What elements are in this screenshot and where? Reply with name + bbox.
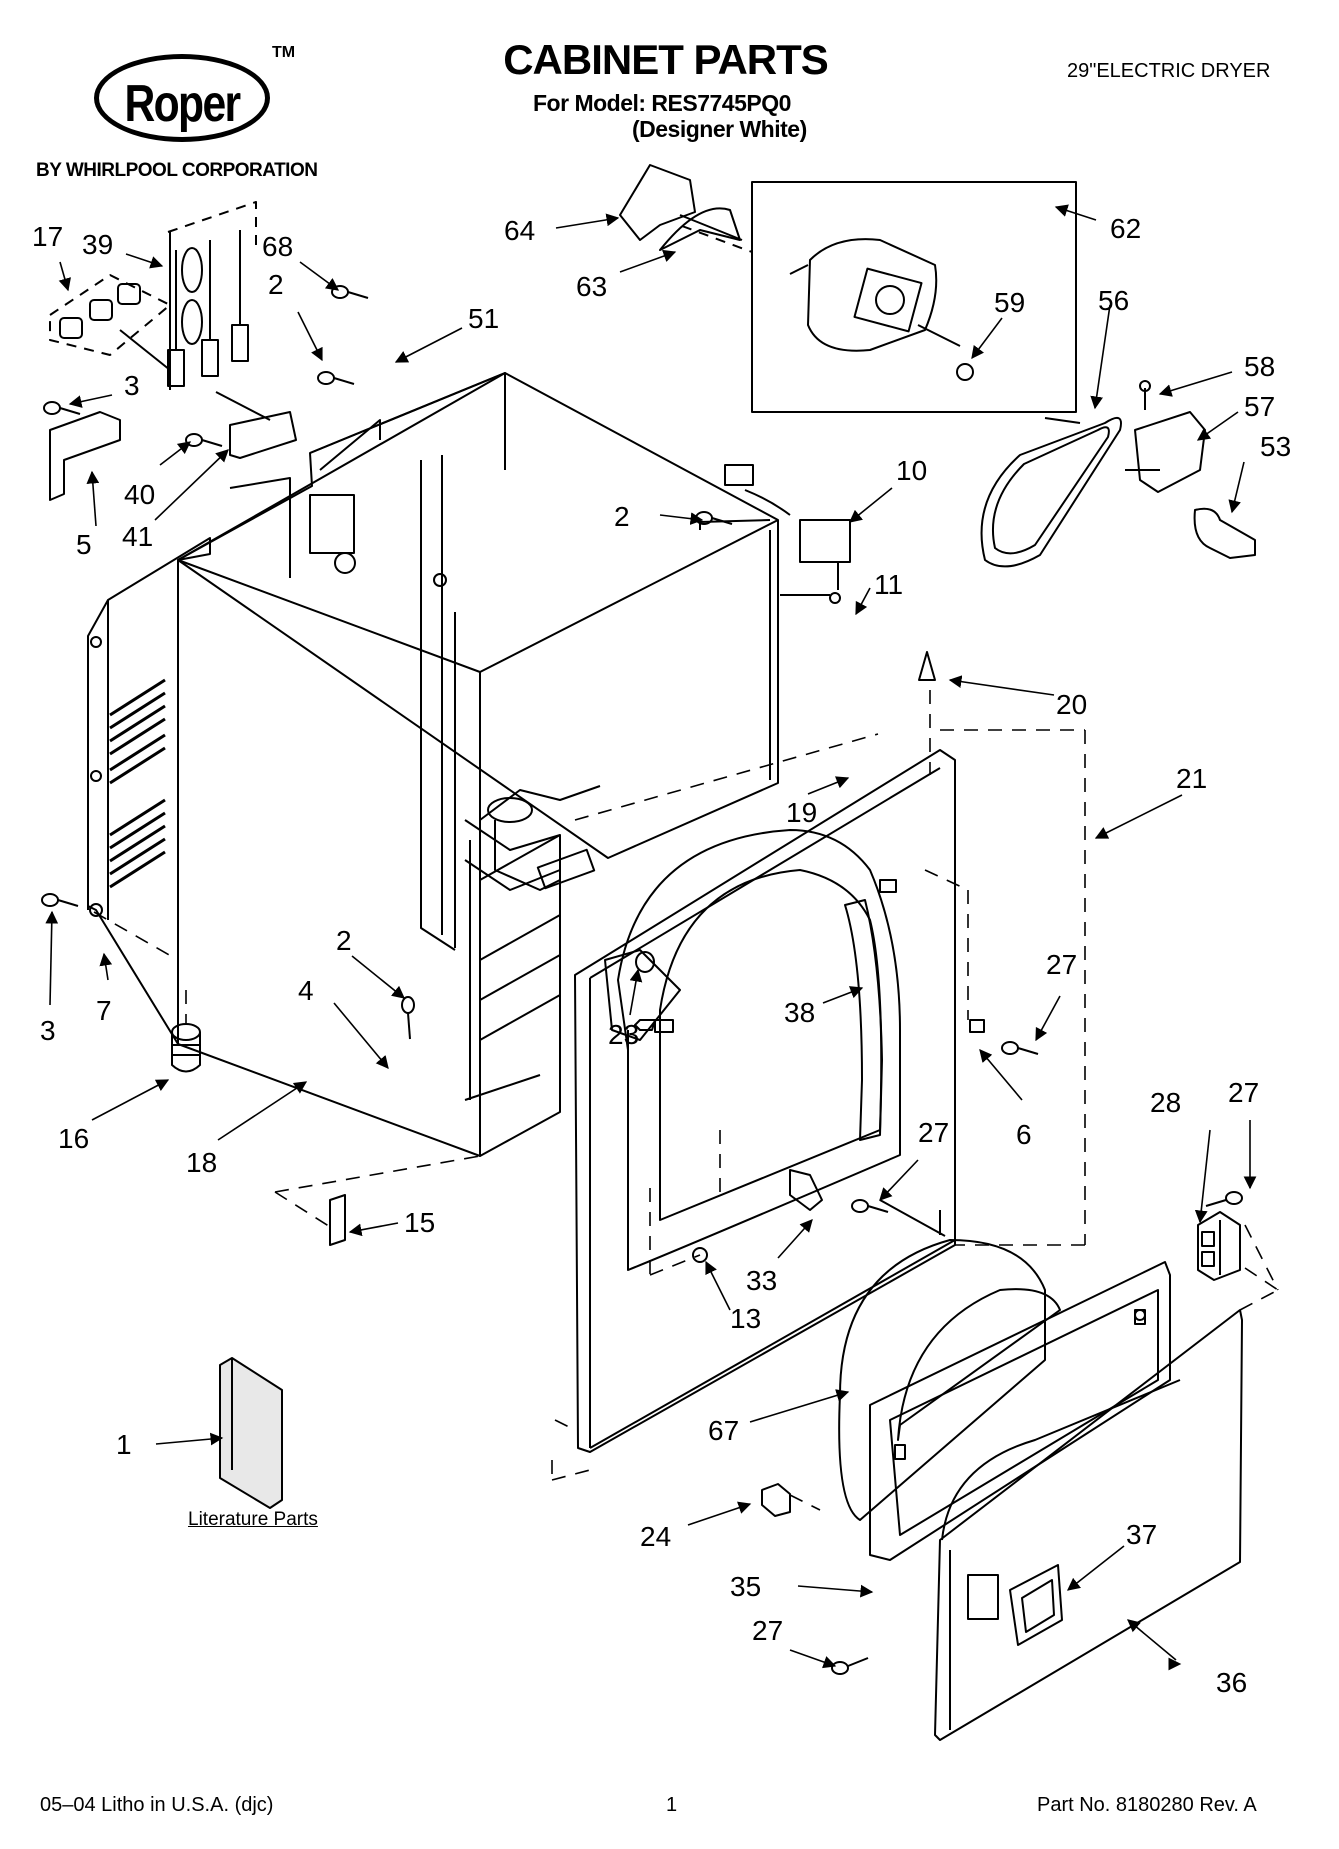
callout-4: 4 — [298, 975, 314, 1006]
door-hinge — [1197, 1211, 1241, 1281]
callout-16: 16 — [58, 1123, 89, 1154]
callout-27b: 27 — [1228, 1077, 1259, 1108]
model-line: For Model: RES7745PQ0 — [533, 90, 791, 116]
callout-58: 58 — [1244, 351, 1275, 382]
callout-57: 57 — [1244, 391, 1275, 422]
callout-18: 18 — [186, 1147, 217, 1178]
alignment-lines — [93, 690, 1279, 1511]
callout-21: 21 — [1176, 763, 1207, 794]
callout-17: 17 — [32, 221, 63, 252]
callout-24: 24 — [640, 1521, 671, 1552]
roper-logo: Roper TM — [84, 44, 295, 150]
motor-assembly — [681, 181, 1077, 413]
callout-51: 51 — [468, 303, 499, 334]
callout-27d: 27 — [752, 1615, 783, 1646]
callout-6: 6 — [1016, 1119, 1032, 1150]
callout-27c: 27 — [918, 1117, 949, 1148]
callout-19: 19 — [786, 797, 817, 828]
product-type: 29"ELECTRIC DRYER — [1067, 60, 1271, 82]
door-strike — [761, 1483, 791, 1517]
motor-bracket — [619, 164, 743, 251]
callout-36: 36 — [1216, 1667, 1247, 1698]
screws — [41, 285, 1243, 1675]
leader-arrows — [45, 204, 1257, 1669]
litho-info: 05–04 Litho in U.S.A. (djc) — [40, 1794, 274, 1816]
page-number: 1 — [666, 1794, 678, 1816]
callout-1: 1 — [116, 1429, 132, 1460]
bracket-clip — [329, 1194, 346, 1246]
callout-23: 23 — [608, 1019, 639, 1050]
drive-belt — [980, 416, 1122, 568]
callout-33: 33 — [746, 1265, 777, 1296]
trademark-mark: TM — [272, 44, 296, 61]
terminal-block-assembly — [49, 201, 297, 501]
callout-11: 11 — [874, 569, 903, 600]
callout-64: 64 — [504, 215, 535, 246]
callout-38: 38 — [784, 997, 815, 1028]
callout-68: 68 — [262, 231, 293, 262]
front-panel — [574, 749, 985, 1453]
callout-41: 41 — [122, 521, 153, 552]
model-variant: (Designer White) — [632, 116, 807, 142]
callout-40: 40 — [124, 479, 155, 510]
callout-63: 63 — [576, 271, 607, 302]
logo-text: Roper — [124, 75, 241, 133]
callout-10: 10 — [896, 455, 927, 486]
callout-28: 28 — [1150, 1087, 1181, 1118]
callout-27a: 27 — [1046, 949, 1077, 980]
door-switch — [724, 464, 851, 604]
callout-56: 56 — [1098, 285, 1129, 316]
callout-67: 67 — [708, 1415, 739, 1446]
side-panel — [87, 537, 211, 1045]
idler-assembly — [1125, 380, 1256, 559]
part-number: Part No. 8180280 Rev. A — [1037, 1794, 1257, 1816]
callout-59: 59 — [994, 287, 1025, 318]
callout-3a: 3 — [124, 370, 140, 401]
callout-3b: 3 — [40, 1015, 56, 1046]
callout-7: 7 — [96, 995, 112, 1026]
logo-oval — [94, 54, 270, 142]
callout-2b: 2 — [614, 501, 630, 532]
callout-37: 37 — [1126, 1519, 1157, 1550]
callout-2a: 2 — [268, 269, 284, 300]
callout-labels: 17 39 68 2 51 3 40 41 5 64 63 62 59 56 5… — [32, 213, 1291, 1698]
callout-15: 15 — [404, 1207, 435, 1238]
callout-20: 20 — [1056, 689, 1087, 720]
callout-5: 5 — [76, 529, 92, 560]
callout-2c: 2 — [336, 925, 352, 956]
callout-39: 39 — [82, 229, 113, 260]
callout-35: 35 — [730, 1571, 761, 1602]
page-title: CABINET PARTS — [503, 36, 829, 83]
callout-53: 53 — [1260, 431, 1291, 462]
cabinet-body — [177, 372, 779, 1157]
callout-13: 13 — [730, 1303, 761, 1334]
callout-62: 62 — [1110, 213, 1141, 244]
literature-parts-label: Literature Parts — [188, 1509, 318, 1530]
brand-byline: BY WHIRLPOOL CORPORATION — [36, 160, 318, 181]
door-assembly — [838, 1239, 1243, 1741]
literature-pack — [219, 1357, 283, 1509]
